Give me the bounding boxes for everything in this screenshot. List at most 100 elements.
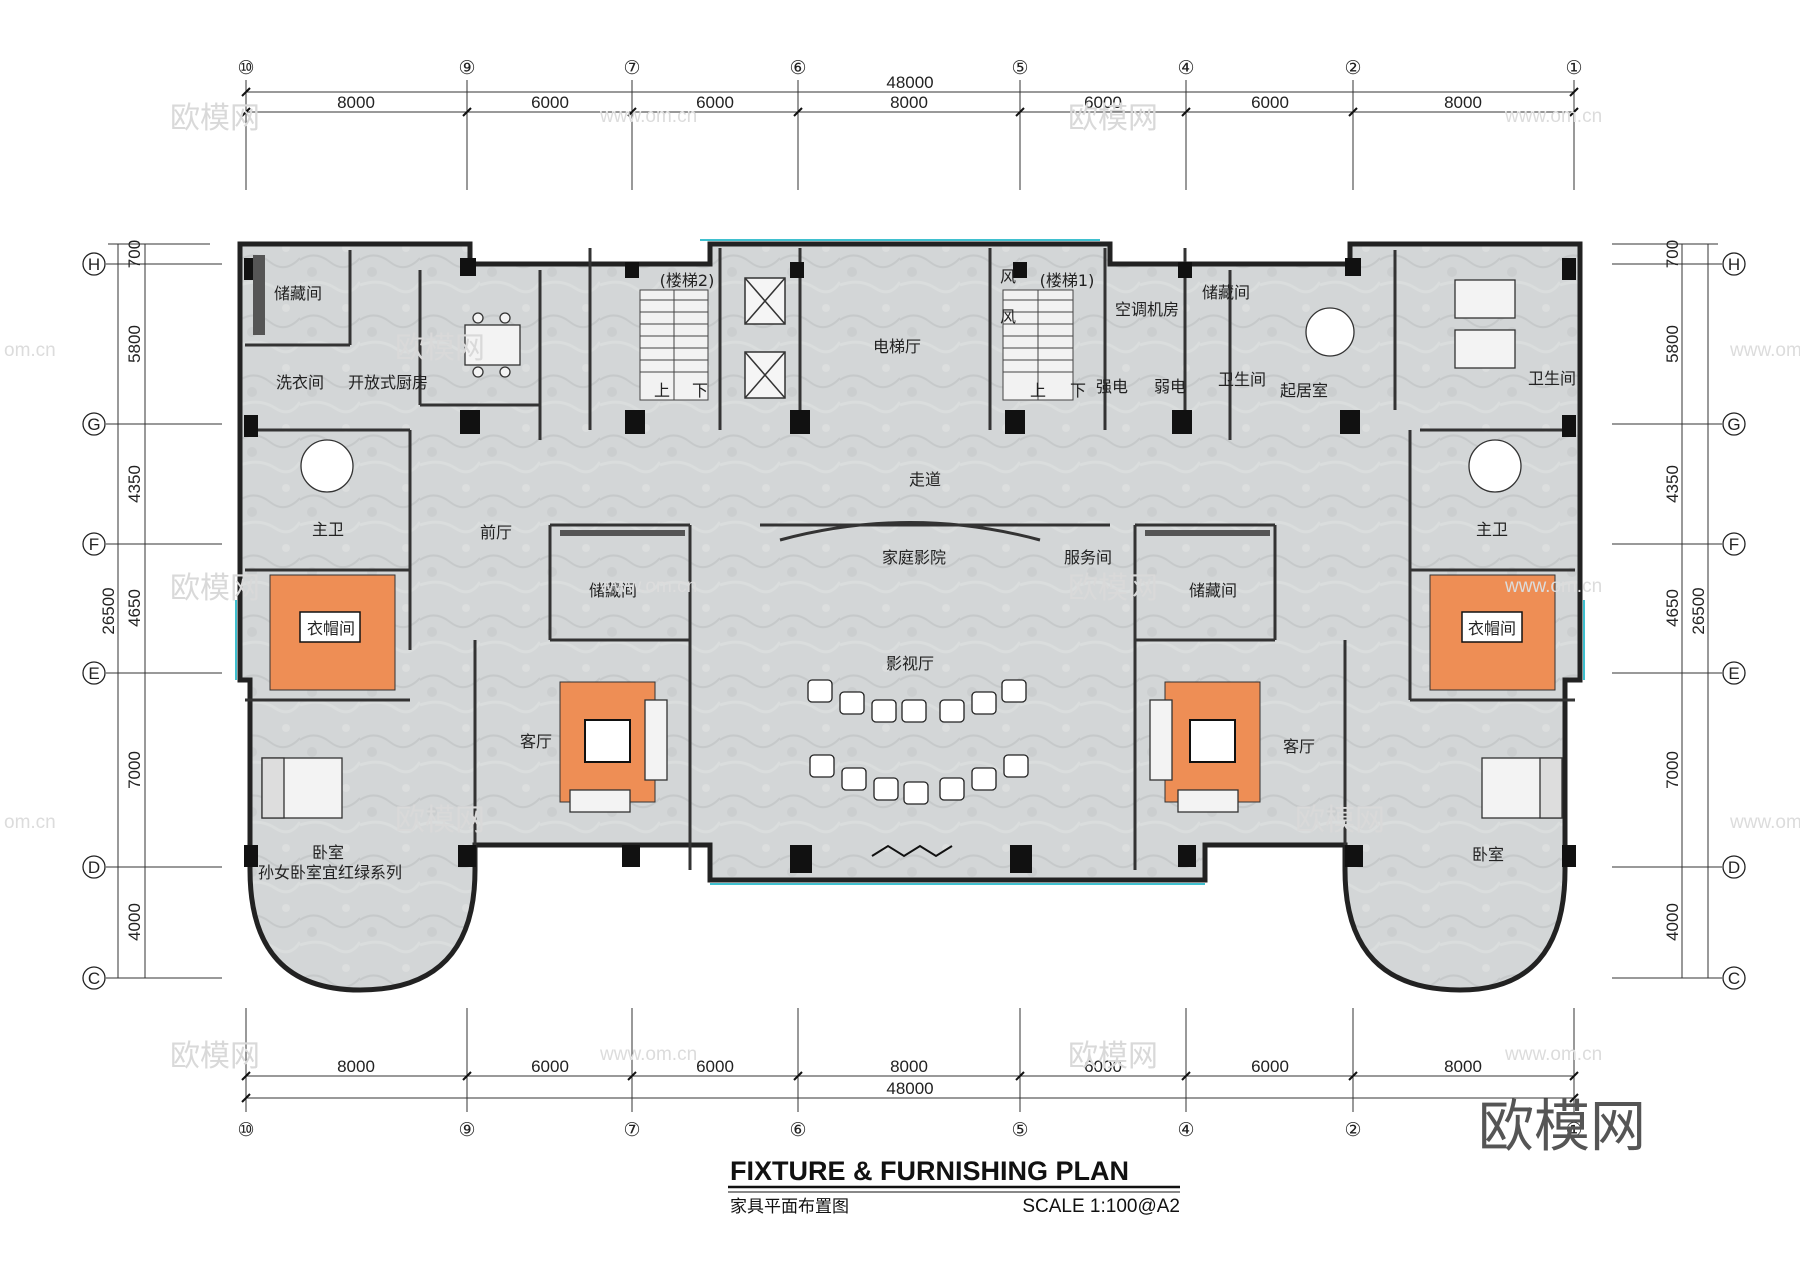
watermark-url-3: www.om.cn — [1729, 340, 1800, 361]
axis-bottom-6: ⑥ — [789, 1119, 806, 1141]
watermark-6: 欧模网 — [395, 803, 485, 838]
dim-top-7: 8000 — [1444, 93, 1482, 112]
label-elevator-hall: 电梯厅 — [873, 337, 921, 356]
label-wc-e: 卫生间 — [1218, 370, 1266, 389]
windows — [235, 239, 1585, 885]
dim-bottom-7: 8000 — [1444, 1057, 1482, 1076]
watermark-9: 欧模网 — [1068, 1039, 1158, 1074]
label-living-w: 客厅 — [520, 732, 552, 751]
watermark-3: 欧模网 — [395, 331, 485, 366]
watermark-url-8: www.om.cn — [1504, 1044, 1602, 1065]
label-strong-elec: 强电 — [1096, 377, 1128, 396]
axis-labels-right: H G F E D C — [1727, 255, 1740, 988]
dimension-ticks — [241, 87, 1579, 1103]
axis-right-f: F — [1729, 535, 1739, 554]
label-stair1-up: 上 — [1030, 381, 1046, 400]
dim-left-6: 4000 — [125, 903, 144, 941]
axis-left-e: E — [88, 664, 99, 683]
label-home-theater: 家庭影院 — [882, 548, 946, 567]
watermark-short-2: om.cn — [4, 812, 56, 833]
label-weak-elec: 弱电 — [1154, 377, 1186, 396]
axis-left-c: C — [88, 969, 100, 988]
axis-bottom-1: ① — [1565, 1119, 1582, 1141]
label-living-e: 客厅 — [1283, 737, 1315, 756]
label-closet-w: 衣帽间 — [307, 619, 355, 638]
label-storage-ce: 储藏间 — [1189, 581, 1237, 600]
dim-bottom-6: 6000 — [1251, 1057, 1289, 1076]
label-ac-room: 空调机房 — [1115, 300, 1179, 319]
axis-right-g: G — [1727, 415, 1740, 434]
plan-subtitle: 家具平面布置图 — [730, 1197, 849, 1217]
brand-logo-text: 欧模网 — [1478, 1095, 1646, 1160]
dim-top-total: 48000 — [886, 73, 933, 92]
watermark-url-7: www.om.cn — [599, 1044, 697, 1065]
watermark-1: 欧模网 — [170, 101, 260, 136]
coffee-tables — [584, 719, 1236, 763]
label-kitchen: 开放式厨房 — [348, 373, 428, 392]
dim-bottom-5: 6000 — [1084, 1057, 1122, 1076]
axis-bottom-4: ④ — [1177, 1119, 1194, 1141]
label-bedroom-e: 卧室 — [1472, 845, 1504, 864]
label-bedroom-w-note: 孙女卧室宜红绿系列 — [258, 863, 402, 882]
stair-2 — [639, 289, 709, 401]
axis-left-d: D — [88, 858, 100, 877]
dim-left-4: 4650 — [125, 589, 144, 627]
axis-top-7: ⑦ — [623, 57, 640, 79]
bottom-dimensions: 8000 6000 6000 8000 6000 6000 8000 48000 — [337, 1057, 1482, 1098]
axis-top-5: ⑤ — [1011, 57, 1028, 79]
label-storage-cw: 储藏间 — [589, 581, 637, 600]
dim-right-1: 700 — [1663, 240, 1682, 268]
room-labels: 储藏间 洗衣间 开放式厨房 (楼梯2) 电梯厅 (楼梯1) 空调机房 储藏间 强… — [258, 267, 1576, 882]
label-bedroom-w: 卧室 — [312, 843, 344, 862]
watermark-2: 欧模网 — [1068, 101, 1158, 136]
label-stair1-down: 下 — [1070, 381, 1086, 400]
label-wind-2: 风 — [1000, 307, 1016, 326]
dim-bottom-4: 8000 — [890, 1057, 928, 1076]
dim-right-total: 26500 — [1689, 587, 1708, 634]
watermark-url-2: www.om.cn — [1504, 106, 1602, 127]
label-stair1: (楼梯1) — [1040, 271, 1095, 290]
dim-bottom-2: 6000 — [531, 1057, 569, 1076]
label-wc-ne: 卫生间 — [1528, 369, 1576, 388]
stair-1 — [1002, 289, 1074, 401]
closet-islands — [299, 611, 1523, 643]
theater-seats — [807, 679, 1029, 805]
axis-top-6: ⑥ — [789, 57, 806, 79]
axis-right-e: E — [1728, 664, 1739, 683]
title-block: FIXTURE & FURNISHING PLAN 家具平面布置图 SCALE … — [728, 1156, 1180, 1217]
shelving — [253, 255, 1270, 536]
dim-top-1: 8000 — [337, 93, 375, 112]
axis-bottom-5: ⑤ — [1011, 1119, 1028, 1141]
axis-top-9: ⑨ — [458, 57, 475, 79]
dim-top-6: 6000 — [1251, 93, 1289, 112]
axis-left-g: G — [87, 415, 100, 434]
label-living-ne: 起居室 — [1280, 381, 1328, 400]
axis-labels-left: H G F E D C — [87, 255, 100, 988]
dim-right-4: 4650 — [1663, 589, 1682, 627]
label-master-bath-e: 主卫 — [1476, 520, 1508, 539]
watermarks: 欧模网 www.om.cn 欧模网 www.om.cn om.cn 欧模网 ww… — [4, 101, 1800, 1074]
label-stair2-down: 下 — [692, 381, 708, 400]
axis-top-2: ② — [1344, 57, 1361, 79]
dim-left-1: 700 — [125, 240, 144, 268]
label-wind-1: 风 — [1000, 267, 1016, 286]
dim-bottom-3: 6000 — [696, 1057, 734, 1076]
label-master-bath-w: 主卫 — [312, 520, 344, 539]
watermark-7: 欧模网 — [1295, 803, 1385, 838]
dim-left-2: 5800 — [125, 325, 144, 363]
dim-bottom-total: 48000 — [886, 1079, 933, 1098]
axis-bottom-10: ⑩ — [237, 1119, 254, 1141]
interior-walls — [245, 248, 1575, 870]
label-storage-nw: 储藏间 — [274, 284, 322, 303]
axis-left-f: F — [89, 535, 99, 554]
axis-right-d: D — [1728, 858, 1740, 877]
watermark-url-6: www.om.cn — [1729, 812, 1800, 833]
label-closet-e: 衣帽间 — [1468, 619, 1516, 638]
furniture — [261, 279, 1563, 819]
plan-title: FIXTURE & FURNISHING PLAN — [730, 1156, 1129, 1186]
axis-right-c: C — [1728, 969, 1740, 988]
axis-top-1: ① — [1565, 57, 1582, 79]
label-av-hall: 影视厅 — [886, 654, 934, 673]
label-corridor: 走道 — [909, 470, 941, 489]
